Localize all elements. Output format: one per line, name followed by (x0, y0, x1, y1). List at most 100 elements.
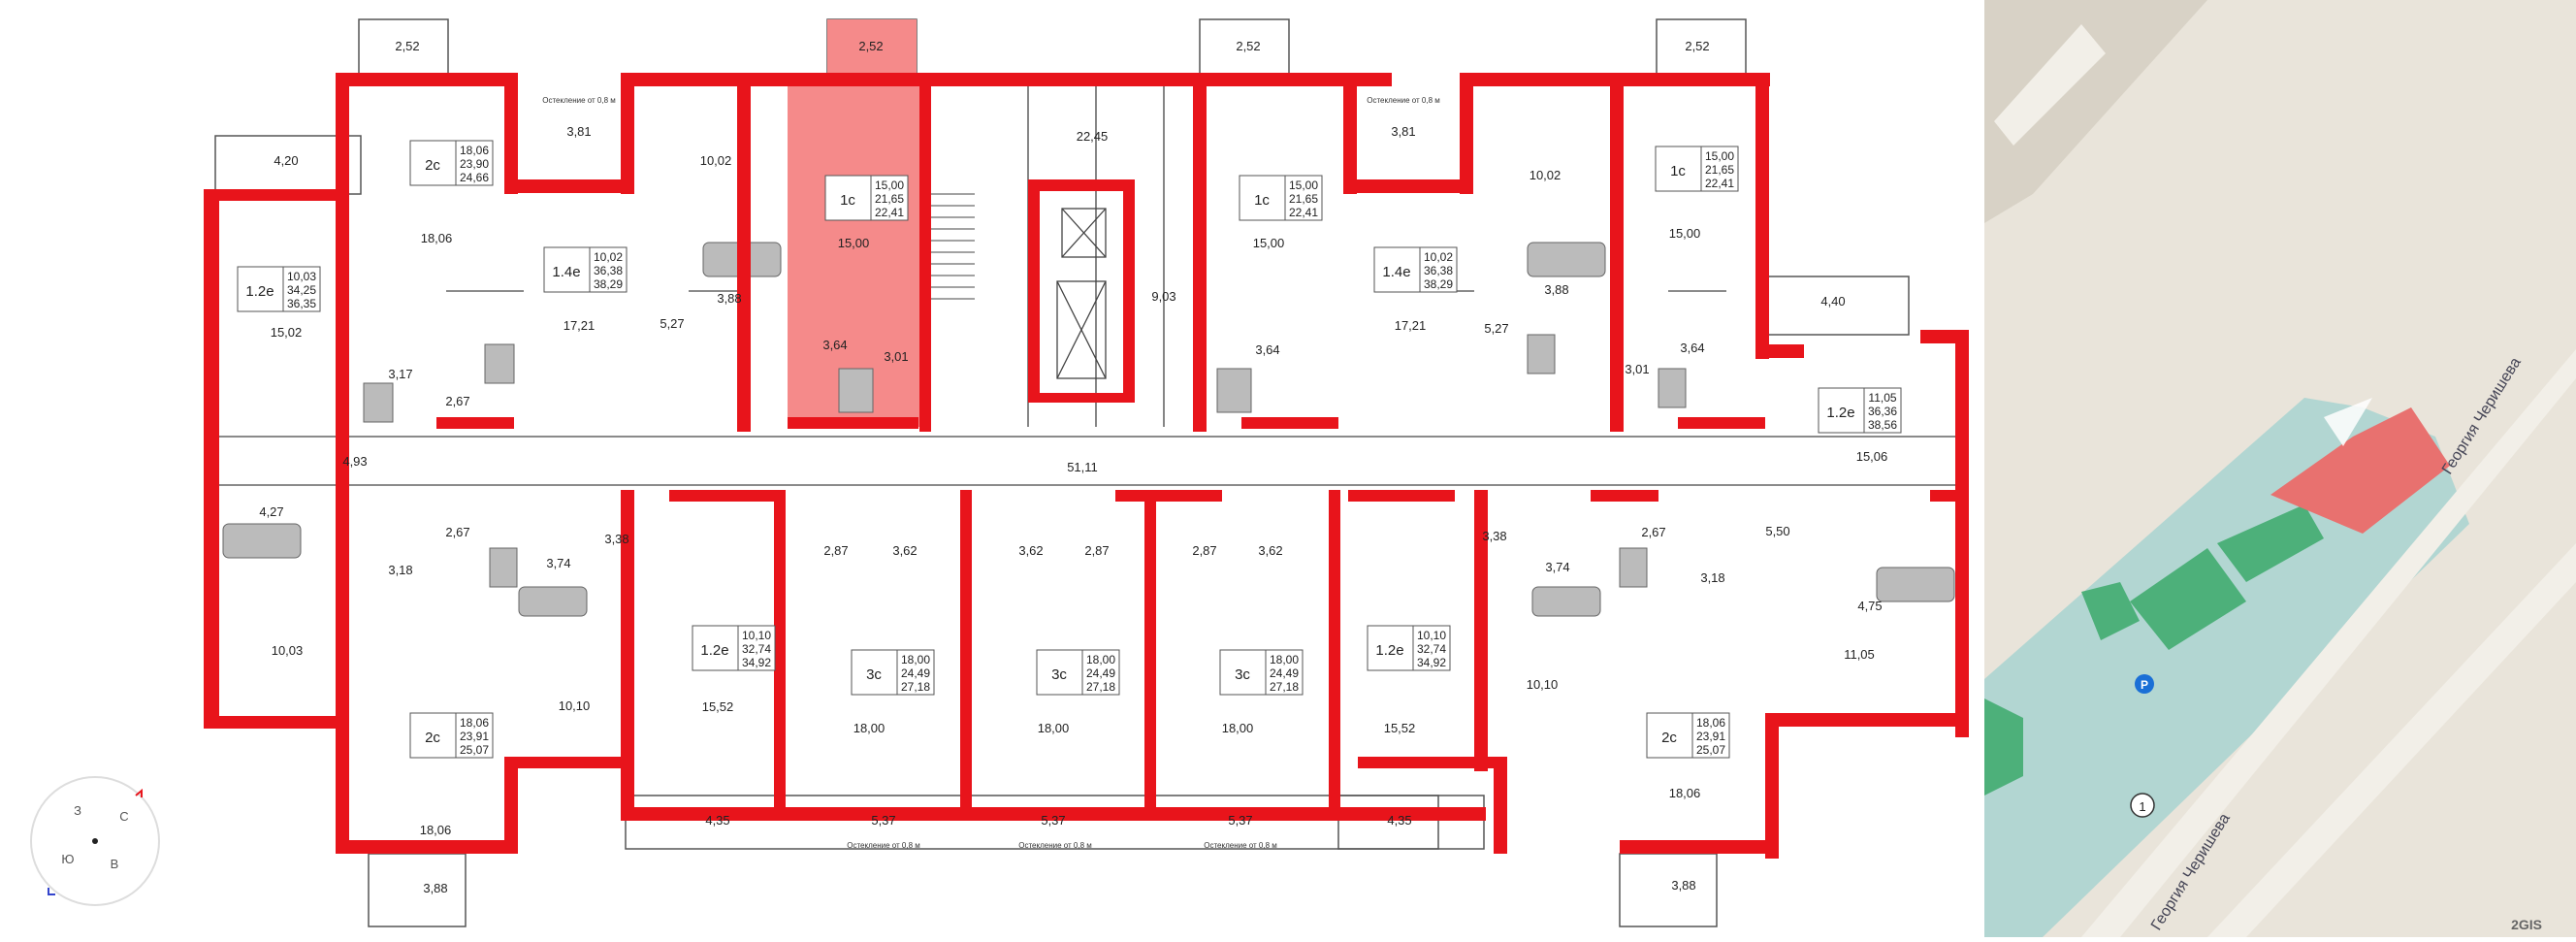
room-area: 2,52 (395, 39, 419, 53)
building-selected[interactable] (2270, 407, 2450, 534)
unit-type: 3с (1235, 666, 1250, 683)
unit-area-a: 18,00 (1270, 653, 1299, 666)
room-area: 2,67 (445, 394, 469, 408)
glazing-note: Остекление от 0,8 м (1018, 841, 1092, 850)
room-area: 11,05 (1844, 647, 1875, 662)
exterior-walls (204, 73, 1969, 859)
room-area: 18,00 (1222, 721, 1254, 735)
unit-area-c: 27,18 (1086, 680, 1115, 694)
highlighted-balcony (827, 19, 917, 78)
unit-area-b: 36,36 (1868, 405, 1897, 418)
room-area: 15,02 (271, 325, 303, 340)
unit-area-b: 34,25 (287, 283, 316, 297)
room-area: 4,35 (1387, 813, 1411, 828)
room-area: 5,27 (660, 316, 684, 331)
unit-area-c: 25,07 (460, 743, 489, 757)
bathroom-fixtures (222, 242, 1955, 617)
room-area: 3,81 (1391, 124, 1415, 139)
unit-area-a: 15,00 (875, 179, 904, 192)
unit-area-a: 11,05 (1868, 391, 1896, 405)
compass-east: В (111, 857, 119, 871)
glazing-note: Остекление от 0,8 м (1367, 96, 1440, 105)
unit-area-a: 18,00 (901, 653, 930, 666)
unit-area-c: 22,41 (1705, 177, 1734, 190)
room-area: 10,10 (1527, 677, 1559, 692)
unit-area-b: 23,91 (1696, 730, 1725, 743)
floor-plan: 2,52 2,52 2,52 2,52 4,20 3,81 10,02 22,4… (30, 18, 1969, 927)
unit-area-b: 23,91 (460, 730, 489, 743)
room-area: 10,02 (700, 153, 732, 168)
room-area: 3,81 (566, 124, 591, 139)
room-area: 5,50 (1765, 524, 1789, 538)
viewpoint-cone (2324, 398, 2372, 446)
room-area: 51,11 (1067, 460, 1098, 474)
unit-area-c: 38,56 (1868, 418, 1897, 432)
room-area: 5,37 (1228, 813, 1252, 828)
room-area: 18,00 (1038, 721, 1070, 735)
unit-plate-box (1646, 712, 1730, 759)
room-area: 3,74 (546, 556, 570, 570)
room-area: 3,17 (388, 367, 412, 381)
room-area: 17,21 (564, 318, 596, 333)
compass: С Ю З В (30, 776, 160, 906)
unit-plate-box (237, 266, 321, 312)
room-area: 2,52 (858, 39, 883, 53)
unit-area-c: 22,41 (1289, 206, 1318, 219)
unit-plate-box (409, 140, 494, 186)
building-green (2130, 548, 2246, 650)
unit-area-b: 36,38 (1424, 264, 1453, 277)
parking-icon[interactable] (2135, 674, 2154, 694)
unit-area-c: 22,41 (875, 206, 904, 219)
unit-plate-box (1818, 387, 1902, 434)
unit-area-a: 10,10 (1417, 629, 1446, 642)
compass-west: З (74, 803, 81, 818)
room-area: 15,00 (1669, 226, 1701, 241)
map-block (1984, 0, 2207, 223)
unit-plate-box (824, 175, 909, 221)
unit-type: 1с (1670, 163, 1686, 179)
street (2207, 543, 2576, 937)
parking-icon-label: P (2141, 678, 2148, 692)
room-area: 5,27 (1484, 321, 1508, 336)
map-marker[interactable] (2130, 793, 2155, 818)
unit-area-c: 27,18 (1270, 680, 1299, 694)
room-area: 22,45 (1077, 129, 1109, 144)
room-area: 3,18 (388, 563, 412, 577)
room-area: 4,75 (1857, 599, 1882, 613)
room-area: 4,35 (705, 813, 729, 828)
staircase (926, 193, 975, 300)
building-green (2217, 504, 2324, 582)
room-area: 2,52 (1685, 39, 1709, 53)
room-area: 3,88 (1671, 878, 1695, 893)
room-area: 3,62 (1018, 543, 1043, 558)
unit-area-b: 24,49 (1270, 666, 1299, 680)
unit-area-a: 15,00 (1289, 179, 1318, 192)
unit-plate-box (1655, 146, 1739, 192)
room-area: 3,64 (1680, 341, 1704, 355)
site-map[interactable]: 1 P Георгия Черишева Георгия Черишева 2G… (1984, 0, 2576, 937)
room-area: 9,03 (1151, 289, 1175, 304)
street (2081, 349, 2576, 937)
room-area: 3,62 (1258, 543, 1282, 558)
unit-area-a: 15,00 (1705, 149, 1734, 163)
unit-area-a: 18,06 (460, 144, 489, 157)
map-road-segment (1994, 24, 2106, 146)
unit-area-a: 18,00 (1086, 653, 1115, 666)
unit-area-b: 32,74 (742, 642, 771, 656)
room-area: 2,52 (1236, 39, 1260, 53)
unit-plate-box (1239, 175, 1323, 221)
room-area: 3,88 (1544, 282, 1568, 297)
room-area: 3,88 (423, 881, 447, 895)
room-area: 15,00 (1253, 236, 1285, 250)
compass-south: Ю (61, 852, 74, 866)
unit-area-a: 10,02 (1424, 250, 1453, 264)
room-area: 5,37 (871, 813, 895, 828)
glazing-note: Остекление от 0,8 м (542, 96, 616, 105)
